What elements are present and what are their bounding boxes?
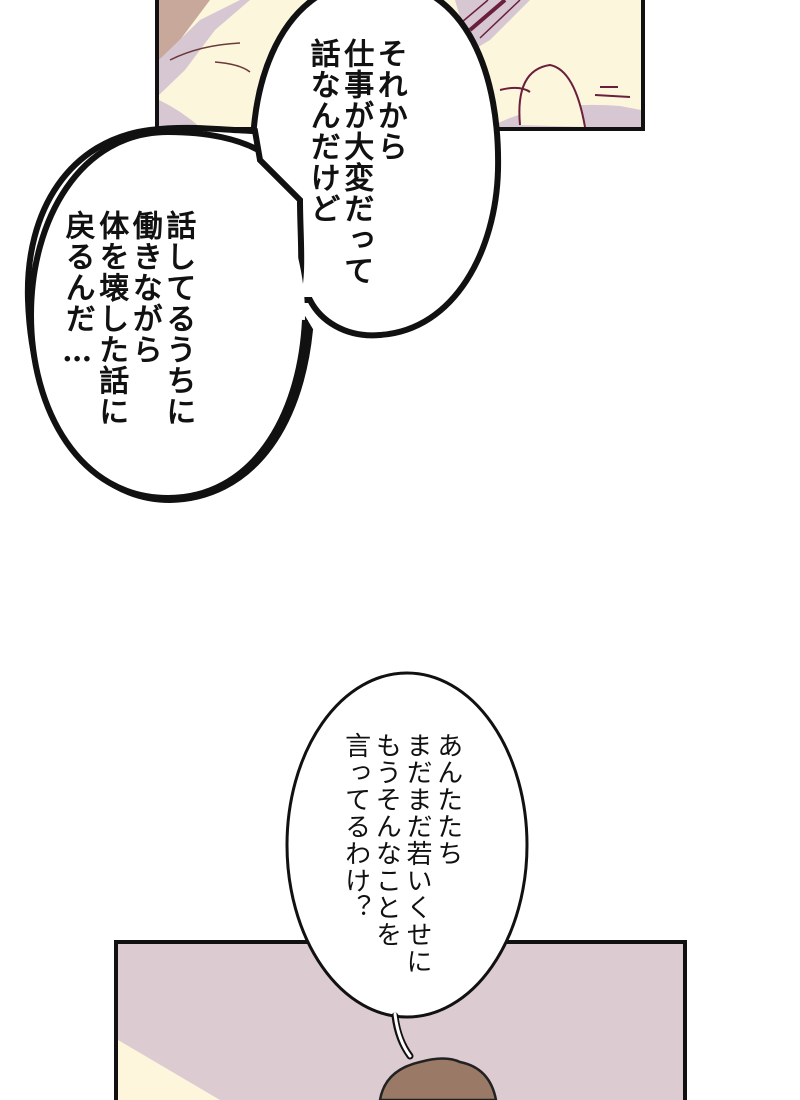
speech-bubble-1 <box>250 0 502 339</box>
bubble-3-text: あんたたち まだまだ若いくせに もうそんなことを 言ってるわけ？ <box>340 732 463 975</box>
bubble-2-text: 話してるうちに 働きながら 体を壊した話に 戻るんだ… <box>59 210 196 427</box>
bubble-1-text: それから 仕事が大変だって 話なんだけど <box>304 38 407 286</box>
speech-bubble-3 <box>285 671 529 1060</box>
speech-bubble-2 <box>24 124 314 504</box>
